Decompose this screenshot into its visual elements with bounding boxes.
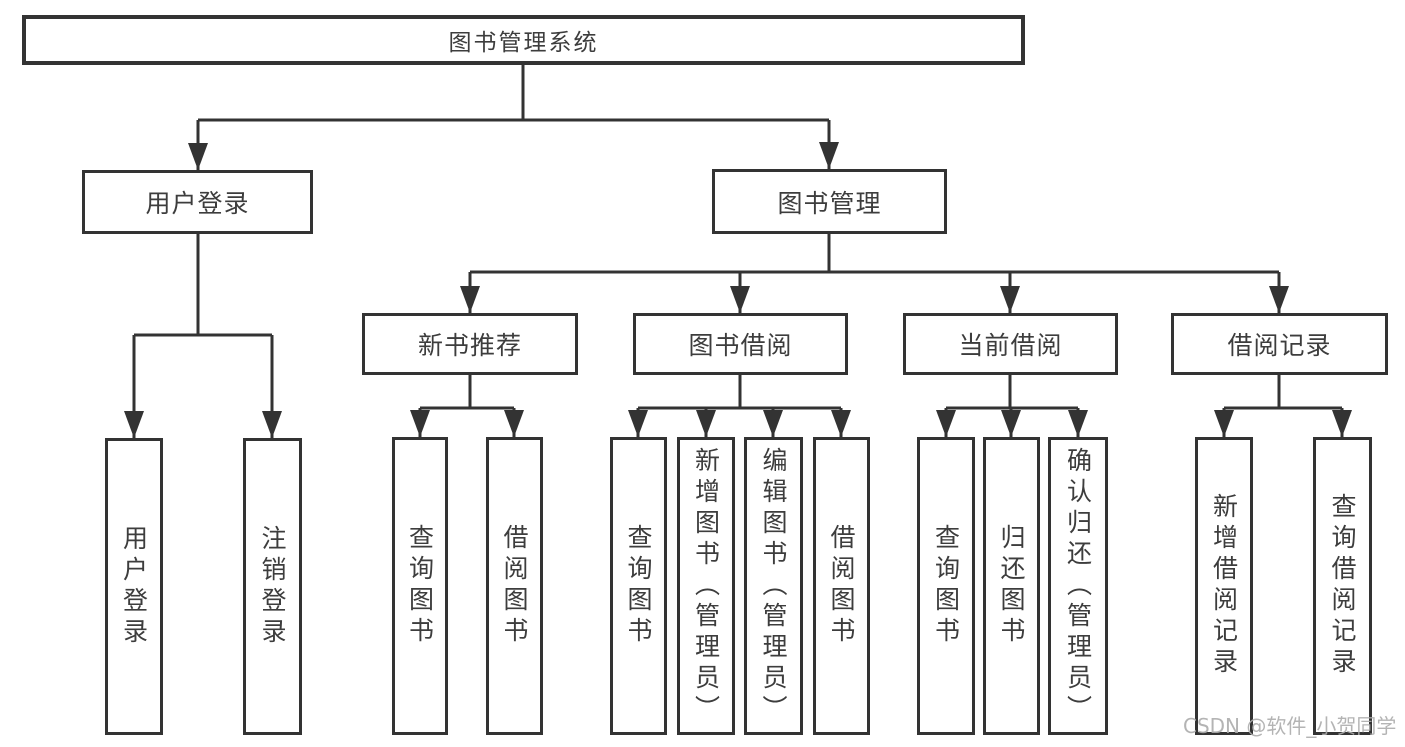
node-add-book-admin: 新增图书（管理员） — [677, 437, 735, 735]
node-current-borrowing: 当前借阅 — [903, 313, 1118, 375]
node-query-borrow-record: 查询借阅记录 — [1313, 437, 1372, 735]
node-confirm-return-admin: 确认归还（管理员） — [1048, 437, 1108, 735]
node-borrowing-records: 借阅记录 — [1171, 313, 1388, 375]
node-borrow-books-recommend: 借阅图书 — [486, 437, 543, 735]
node-query-books-borrowing: 查询图书 — [610, 437, 667, 735]
node-query-books-recommend: 查询图书 — [392, 437, 448, 735]
node-user-login: 用户登录 — [105, 438, 163, 735]
node-borrow-books-borrowing: 借阅图书 — [813, 437, 870, 735]
node-book-borrowing: 图书借阅 — [633, 313, 848, 375]
node-library-system: 图书管理系统 — [22, 15, 1025, 65]
node-add-borrow-record: 新增借阅记录 — [1195, 437, 1253, 735]
node-user-login-branch: 用户登录 — [82, 170, 313, 234]
node-logout: 注销登录 — [243, 438, 302, 735]
node-query-books-current: 查询图书 — [917, 437, 975, 735]
csdn-watermark: CSDN @软件_小贺同学 — [1183, 714, 1397, 738]
node-return-books: 归还图书 — [983, 437, 1040, 735]
node-edit-book-admin: 编辑图书（管理员） — [744, 437, 803, 735]
node-new-book-recommendation: 新书推荐 — [362, 313, 578, 375]
node-book-management-branch: 图书管理 — [712, 169, 947, 234]
